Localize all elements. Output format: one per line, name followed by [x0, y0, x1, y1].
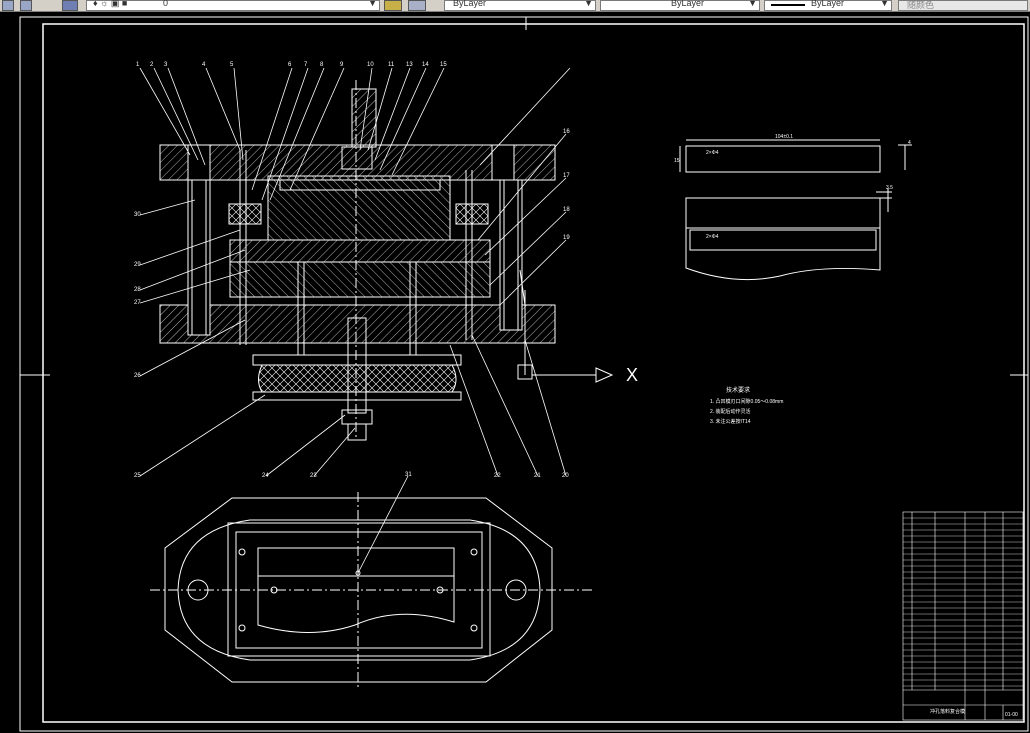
- balloon-label: 23: [310, 473, 317, 479]
- note-line: 3. 未注公差按IT14: [710, 418, 751, 425]
- color-dropdown[interactable]: ByLayer ▼: [444, 0, 596, 11]
- balloon-label: 8: [320, 62, 324, 68]
- color-value: ByLayer: [453, 0, 487, 8]
- balloon-label: 13: [406, 62, 413, 68]
- balloon-label: 24: [262, 473, 269, 479]
- lineweight-dropdown[interactable]: ByLayer ▼: [764, 0, 892, 11]
- chevron-down-icon: ▼: [584, 0, 593, 8]
- layers-stack-icon[interactable]: [62, 0, 78, 11]
- slot-dimension: 4: [908, 140, 911, 146]
- balloon-label: 15: [440, 62, 447, 68]
- note-line: 2. 装配后动作灵活: [710, 408, 751, 415]
- cad-drawing-canvas[interactable]: 1 2 3 4 5 6 7 8 9 10 11 13 14 15 16 17 1…: [0, 12, 1030, 733]
- hole-dimension: 2×Φ4: [706, 234, 719, 240]
- balloon-label: 4: [202, 62, 206, 68]
- balloon-label: 26: [134, 373, 141, 379]
- layer-previous-icon[interactable]: [408, 0, 426, 11]
- balloon-label: 30: [134, 212, 141, 218]
- balloon-label: 1: [136, 62, 140, 68]
- leader-lines: [139, 67, 571, 574]
- outer-sheet-border: [19, 16, 1029, 732]
- balloon-label: 7: [304, 62, 308, 68]
- note-line: 1. 凸凹模刃口间隙0.05～0.08mm: [710, 398, 783, 405]
- length-dimension: 104±0.1: [775, 134, 793, 140]
- thickness-dimension: 3.5: [886, 185, 893, 191]
- parts-list-rows: [903, 517, 1023, 687]
- inner-drawing-frame: [42, 23, 1025, 723]
- plotstyle-value: 随颜色: [907, 0, 935, 10]
- balloon-label: 19: [563, 235, 570, 241]
- balloon-label: 10: [367, 62, 374, 68]
- balloon-label: 16: [563, 129, 570, 135]
- height-dimension: 15: [674, 158, 680, 164]
- balloon-label: 22: [494, 473, 501, 479]
- layer-value: 0: [163, 0, 169, 8]
- balloon-label: 3: [164, 62, 168, 68]
- layer-manager-icon[interactable]: [2, 0, 14, 11]
- part-detail-dims: 104±0.1 15 4 3.5 2×Φ4 2×Φ4: [674, 134, 911, 240]
- plan-view: [150, 492, 592, 690]
- balloon-label: 20: [562, 473, 569, 479]
- section-view: [159, 80, 614, 441]
- lineweight-value: ByLayer: [811, 0, 845, 8]
- balloon-label: 25: [134, 473, 141, 479]
- hole-dimension: 2×Φ4: [706, 150, 719, 156]
- make-current-layer-icon[interactable]: [384, 0, 402, 11]
- lineweight-swatch: [771, 4, 805, 6]
- drawing-name: 冲孔落料复合模: [930, 708, 965, 715]
- balloon-label: 29: [134, 262, 141, 268]
- parts-list-table: [902, 511, 1024, 721]
- balloon-label: 21: [534, 473, 541, 479]
- lightbulb-icon: ♦ ☼ ▣ ■: [93, 0, 128, 8]
- layer-dropdown[interactable]: ♦ ☼ ▣ ■ 0 ▼: [86, 0, 380, 11]
- notes-title: 技术要求: [726, 386, 750, 394]
- balloon-label: 28: [134, 287, 141, 293]
- balloon-label: 6: [288, 62, 292, 68]
- technical-notes: 技术要求 1. 凸凹模刃口间隙0.05～0.08mm 2. 装配后动作灵活 3.…: [710, 386, 783, 425]
- balloon-labels: 1 2 3 4 5 6 7 8 9 10 11 13 14 15 16 17 1…: [134, 62, 638, 479]
- plotstyle-dropdown[interactable]: 随颜色: [898, 0, 1028, 11]
- cad-toolbar: ♦ ☼ ▣ ■ 0 ▼ ByLayer ▼ ByLayer ▼ ByLayer …: [0, 0, 1030, 12]
- balloon-label: 2: [150, 62, 154, 68]
- balloon-label: 27: [134, 300, 141, 306]
- balloon-label: 31: [405, 472, 412, 478]
- part-detail: [679, 139, 912, 281]
- balloon-label: 17: [563, 173, 570, 179]
- drawing-code: 01-00: [1005, 712, 1018, 718]
- linetype-value: ByLayer: [671, 0, 705, 8]
- linetype-dropdown[interactable]: ByLayer ▼: [600, 0, 760, 11]
- balloon-label: 14: [422, 62, 429, 68]
- balloon-label: 11: [388, 62, 395, 68]
- title-block-text: 冲孔落料复合模 01-00: [930, 708, 1018, 718]
- chevron-down-icon: ▼: [880, 0, 889, 8]
- balloon-label: 9: [340, 62, 344, 68]
- balloon-label: 18: [563, 207, 570, 213]
- section-marker: X: [626, 365, 638, 385]
- layer-state-icon[interactable]: [20, 0, 32, 11]
- chevron-down-icon: ▼: [748, 0, 757, 8]
- chevron-down-icon: ▼: [368, 0, 377, 8]
- balloon-label: 5: [230, 62, 234, 68]
